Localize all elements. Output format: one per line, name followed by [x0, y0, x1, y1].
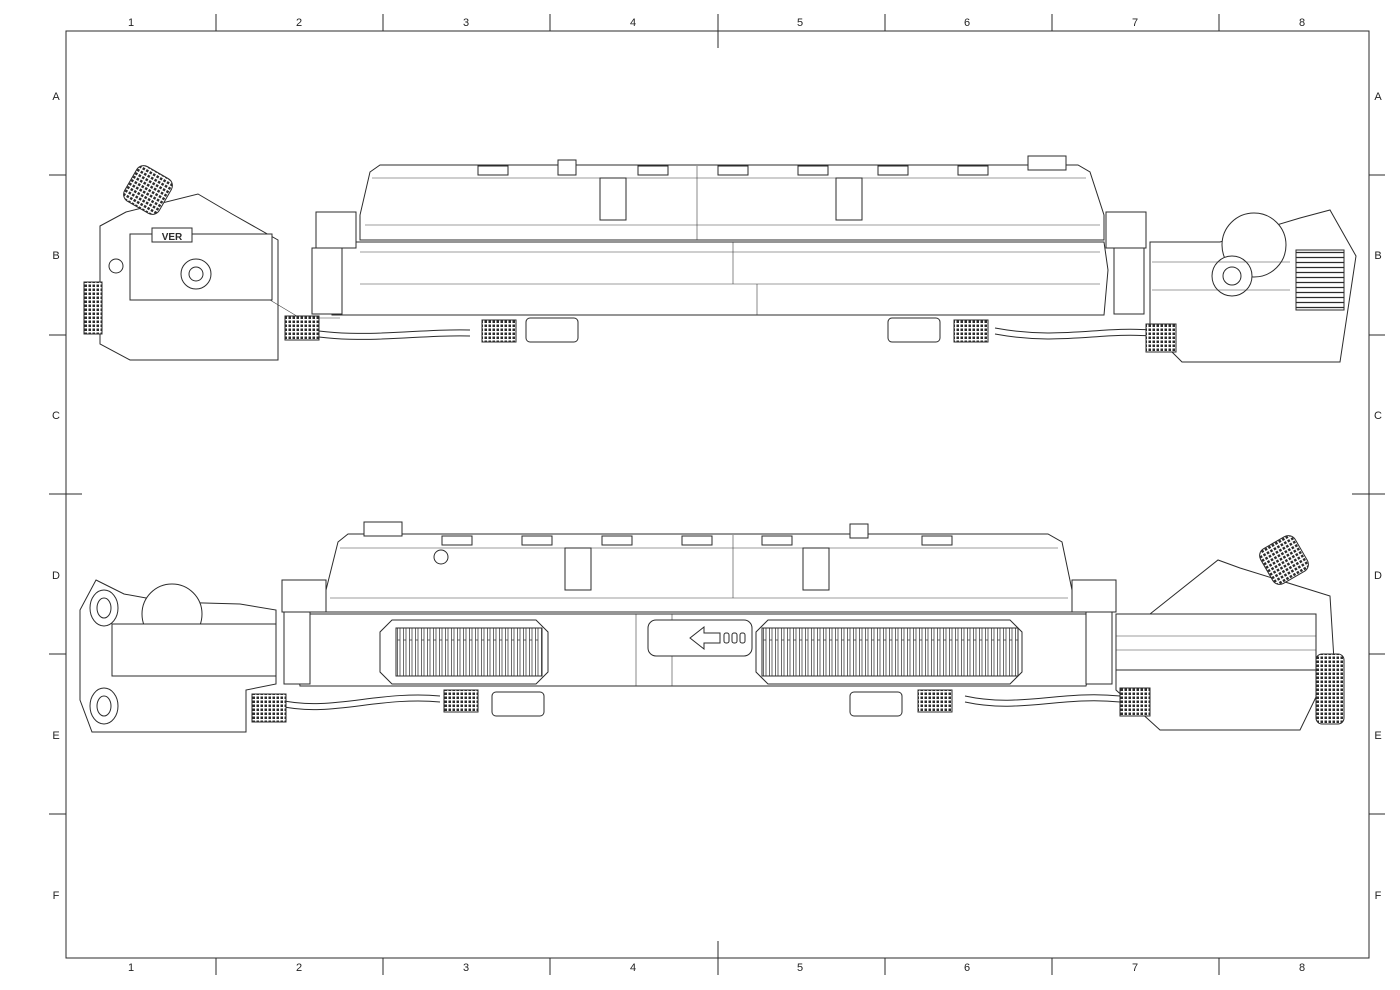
bottom-view-lid [325, 533, 1073, 613]
row-label-left-C: C [52, 410, 60, 422]
row-label-right-E: E [1374, 730, 1381, 742]
column-zone-ticks [215, 14, 1220, 975]
col-label-bottom-4: 4 [630, 962, 636, 974]
col-label-bottom-2: 2 [296, 962, 302, 974]
right-vent-grille [761, 627, 1019, 677]
col-label-bottom-7: 7 [1132, 962, 1138, 974]
bottom-right-head [1115, 535, 1345, 731]
col-label-top-6: 6 [964, 17, 970, 29]
col-label-top-2: 2 [296, 17, 302, 29]
row-label-right-A: A [1374, 91, 1382, 103]
top-view-label: VER [162, 232, 183, 243]
col-label-top-1: 1 [128, 17, 134, 29]
row-label-left-D: D [52, 570, 60, 582]
row-label-right-D: D [1374, 570, 1382, 582]
top-view-body [327, 241, 1109, 316]
top-right-head [1149, 209, 1357, 363]
col-label-bottom-6: 6 [964, 962, 970, 974]
top-lid-tabs [477, 155, 1067, 221]
col-label-top-3: 3 [463, 17, 469, 29]
row-label-right-F: F [1375, 890, 1382, 902]
col-label-top-8: 8 [1299, 17, 1305, 29]
bottom-view-device [79, 521, 1345, 733]
row-label-left-A: A [52, 91, 60, 103]
col-label-bottom-8: 8 [1299, 962, 1305, 974]
row-label-right-B: B [1374, 250, 1381, 262]
col-label-top-7: 7 [1132, 17, 1138, 29]
drawing-frame: 1 2 3 4 5 6 7 8 1 2 3 4 5 6 7 8 A B C D … [49, 14, 1385, 975]
left-vent-grille [395, 627, 543, 677]
row-zone-ticks [49, 174, 1385, 815]
release-latch [647, 619, 753, 657]
col-label-bottom-5: 5 [797, 962, 803, 974]
row-label-left-B: B [52, 250, 59, 262]
row-label-right-C: C [1374, 410, 1382, 422]
bottom-view-cables [251, 687, 1151, 723]
row-label-left-F: F [53, 890, 60, 902]
bottom-lid-tabs [363, 521, 953, 591]
top-view-cables [284, 315, 1177, 353]
row-label-left-E: E [52, 730, 59, 742]
col-label-top-4: 4 [630, 17, 636, 29]
top-view-device: VER [83, 155, 1357, 363]
col-label-top-5: 5 [797, 17, 803, 29]
top-view-lid [359, 164, 1105, 241]
col-label-bottom-1: 1 [128, 962, 134, 974]
col-label-bottom-3: 3 [463, 962, 469, 974]
top-left-head: VER [83, 165, 340, 361]
bottom-left-head [79, 579, 277, 733]
